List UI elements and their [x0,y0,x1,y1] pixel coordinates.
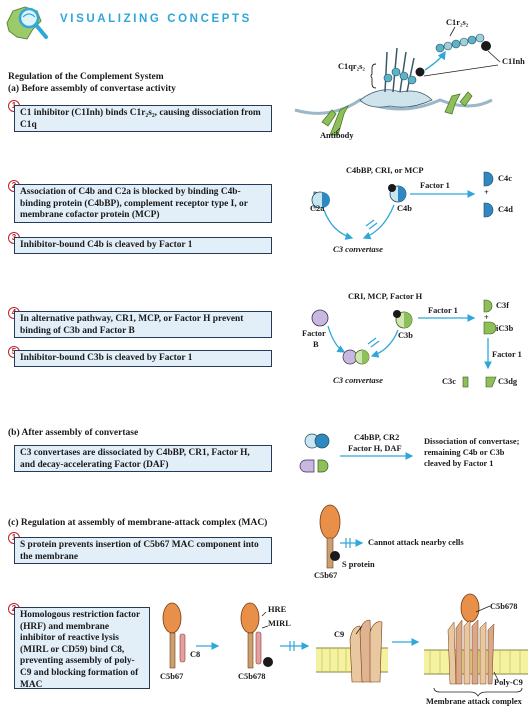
label-c4c: C4c [498,174,512,183]
label-dissociators-top: C4bBP, CR2 [354,433,400,442]
label-c5b678-1: C5b678 [238,672,266,681]
label-antibody: Antibody [320,131,354,140]
c1r2s2-chain [435,33,491,53]
label-diss-result-2: remaining C4b or C3b [424,448,505,457]
label-dissociators-bottom: Factor H, DAF [348,444,402,453]
label-mac: Membrane attack complex [426,697,522,706]
label-factor-b-2: B [313,340,319,349]
main-title: Regulation of the Complement System [8,72,164,82]
label-c3-convertase-1: C3 convertase [333,244,383,254]
antibody-left [321,105,349,136]
step-5-text: Inhibitor-bound C3b is cleaved by Factor… [20,353,193,363]
step-3-text: Inhibitor-bound C4b is cleaved by Factor… [20,240,193,250]
label-c1r2s2: C1r₂s₂ [446,18,469,27]
step-c2-box: Homologous restriction factor (HRF) and … [14,607,150,690]
mac-inhibition-figure [162,593,528,697]
label-plus-1: + [484,188,489,197]
label-c1q: C1qr₂s₂ [338,62,365,71]
c1-complex-figure [294,26,501,136]
step-5-box: Inhibitor-bound C3b is cleaved by Factor… [14,350,272,367]
header-title: VISUALIZING CONCEPTS [60,13,252,25]
label-c9: C9 [334,630,345,639]
c5b67-s-protein-figure [319,504,364,569]
label-c3dg: C3dg [498,377,518,386]
c1q-head [359,47,433,108]
step-b1-box: C3 convertases are dissociated by C4bBP,… [14,445,272,472]
label-hre: HRE [268,605,287,614]
label-c5b67-2: C5b67 [160,672,184,681]
label-mirl: MIRL [268,619,291,628]
section-b-title: (b) After assembly of convertase [8,428,139,438]
label-c2a: C2a [310,204,325,213]
step-1-box: C1 inhibitor (C1Inh) binds C1r₂s₂, causi… [14,105,272,132]
label-c1inh: C1Inh [502,57,525,66]
c1q-bracket [370,63,377,89]
label-inhib-1: C4bBP, CRI, or MCP [346,166,424,175]
label-c5b67-1: C5b67 [314,571,338,580]
label-factor-b-1: Factor [302,329,326,338]
label-s-protein: S protein [342,560,375,569]
step-b1-text: C3 convertases are dissociated by C4bBP,… [20,448,250,470]
label-inhib-2: CRI, MCP, Factor H [348,292,423,301]
label-c3b: C3b [398,331,413,340]
section-a-title: (a) Before assembly of convertase activi… [8,84,176,94]
step-c1-box: S protein prevents insertion of C5b67 MA… [14,537,272,564]
convertase-dissociation-figure [299,433,414,473]
label-c5b678-2: C5b678 [490,602,518,611]
label-c3-convertase-2: C3 convertase [333,375,383,385]
label-factor1-b: Factor 1 [428,306,458,315]
label-ic3b: iC3b [496,324,514,333]
step-1-text: C1 inhibitor (C1Inh) binds C1r₂s₂, causi… [20,108,261,130]
step-3-box: Inhibitor-bound C4b is cleaved by Factor… [14,237,272,254]
step-4-text: In alternative pathway, CR1, MCP, or Fac… [20,314,244,336]
label-poly-c9: Poly-C9 [494,678,523,687]
label-c4b: C4b [397,204,412,213]
label-c4d: C4d [498,205,513,214]
step-2-box: Association of C4b and C2a is blocked by… [14,184,272,223]
step-2-text: Association of C4b and C2a is blocked by… [20,187,248,221]
label-diss-result-1: Dissociation of convertase; [424,437,520,446]
magnifier-map-icon [6,6,48,40]
step-4-box: In alternative pathway, CR1, MCP, or Fac… [14,311,272,338]
label-diss-result-3: cleaved by Factor 1 [424,459,494,468]
label-c3f: C3f [496,301,510,310]
label-cannot-attack: Cannot attack nearby cells [368,538,464,547]
step-c1-text: S protein prevents insertion of C5b67 MA… [20,540,259,562]
mac-pore [447,593,495,685]
step-c2-text: Homologous restriction factor (HRF) and … [20,610,140,690]
label-factor1-a: Factor 1 [420,181,450,190]
label-c3c: C3c [442,377,456,386]
c9-partial [349,619,383,683]
header-logo [3,3,53,43]
antibody-right [444,91,473,115]
label-c8: C8 [190,650,201,659]
c4b-figure [311,171,494,240]
c3b-figure [311,299,497,388]
section-c-title: (c) Regulation at assembly of membrane-a… [8,518,268,528]
mac-bracket [433,687,523,697]
label-factor1-c: Factor 1 [492,350,522,359]
label-plus-2: + [484,313,489,322]
